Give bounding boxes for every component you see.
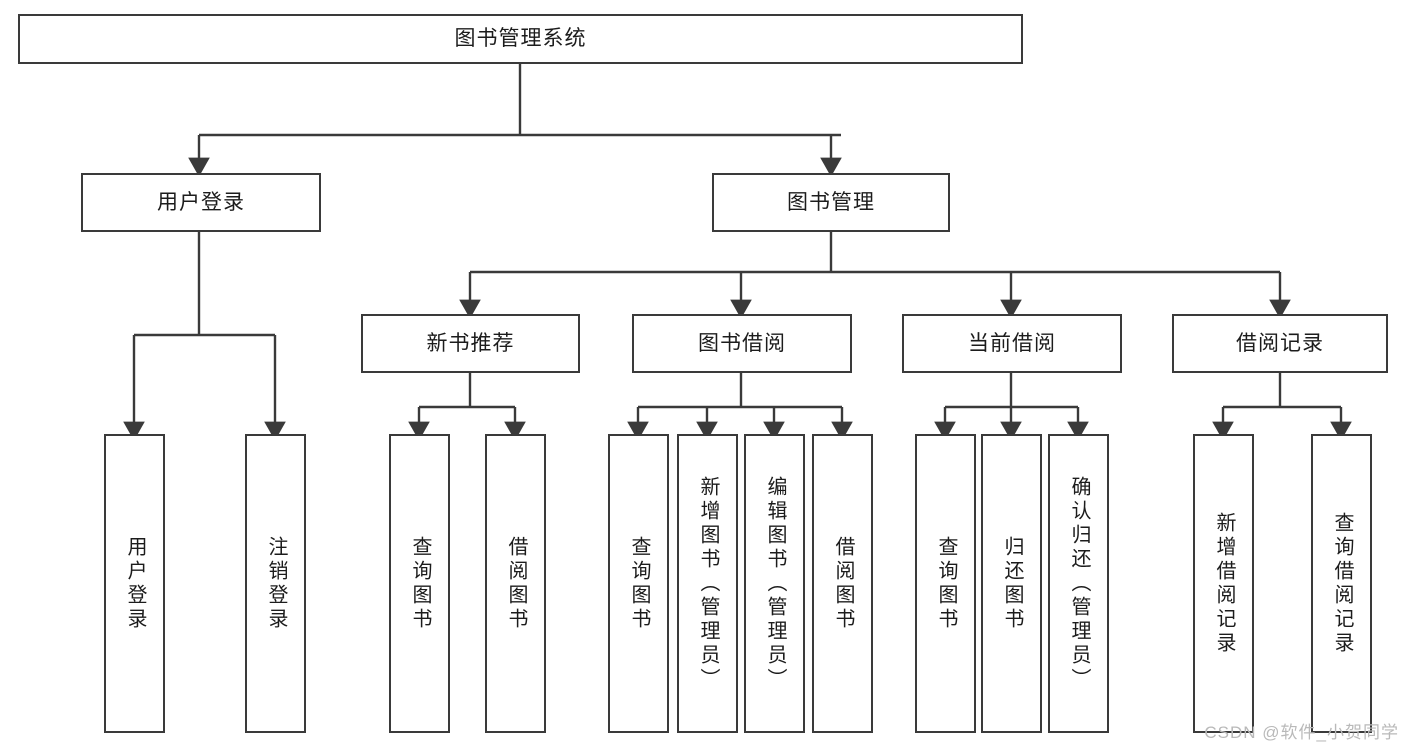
node-label: 查询图书 — [409, 535, 431, 632]
node-new-book-recommend[interactable]: 新书推荐 — [361, 314, 580, 373]
node-root-book-management-system[interactable]: 图书管理系统 — [18, 14, 1023, 64]
node-label: 新增图书（管理员） — [697, 475, 719, 692]
node-label: 注销登录 — [265, 535, 287, 632]
leaf-user-login-login[interactable]: 用户登录 — [104, 434, 165, 733]
node-label: 借阅记录 — [1236, 331, 1324, 355]
leaf-current-borrow-query-book[interactable]: 查询图书 — [915, 434, 976, 733]
node-label: 借阅图书 — [832, 535, 854, 632]
leaf-new-book-query-book[interactable]: 查询图书 — [389, 434, 450, 733]
node-current-borrow[interactable]: 当前借阅 — [902, 314, 1122, 373]
node-borrow-record[interactable]: 借阅记录 — [1172, 314, 1388, 373]
leaf-book-borrow-edit-book-admin[interactable]: 编辑图书（管理员） — [744, 434, 805, 733]
node-label: 图书借阅 — [698, 331, 786, 355]
node-label: 借阅图书 — [505, 535, 527, 632]
node-label: 编辑图书（管理员） — [764, 475, 786, 692]
watermark: CSDN @软件_小贺同学 — [1204, 723, 1399, 742]
leaf-book-borrow-borrow-book[interactable]: 借阅图书 — [812, 434, 873, 733]
node-label: 新书推荐 — [426, 331, 515, 355]
node-book-borrow[interactable]: 图书借阅 — [632, 314, 852, 373]
leaf-borrow-record-add-record[interactable]: 新增借阅记录 — [1193, 434, 1254, 733]
node-label: 查询图书 — [628, 535, 650, 632]
node-label: 查询借阅记录 — [1331, 511, 1353, 656]
leaf-book-borrow-add-book-admin[interactable]: 新增图书（管理员） — [677, 434, 738, 733]
leaf-new-book-borrow-book[interactable]: 借阅图书 — [485, 434, 546, 733]
node-book-management[interactable]: 图书管理 — [712, 173, 950, 232]
leaf-borrow-record-query-record[interactable]: 查询借阅记录 — [1311, 434, 1372, 733]
node-label: 当前借阅 — [968, 331, 1056, 355]
leaf-current-borrow-return-book[interactable]: 归还图书 — [981, 434, 1042, 733]
leaf-book-borrow-query-book[interactable]: 查询图书 — [608, 434, 669, 733]
node-label: 查询图书 — [935, 535, 957, 632]
node-label: 用户登录 — [157, 190, 245, 214]
node-user-login[interactable]: 用户登录 — [81, 173, 321, 232]
node-label: 新增借阅记录 — [1213, 511, 1235, 656]
leaf-current-borrow-confirm-return-admin[interactable]: 确认归还（管理员） — [1048, 434, 1109, 733]
leaf-user-login-logout[interactable]: 注销登录 — [245, 434, 306, 733]
node-label: 图书管理系统 — [454, 27, 587, 51]
node-label: 归还图书 — [1001, 535, 1023, 632]
node-label: 图书管理 — [787, 190, 875, 214]
node-label: 用户登录 — [124, 535, 146, 632]
node-label: 确认归还（管理员） — [1068, 475, 1090, 692]
